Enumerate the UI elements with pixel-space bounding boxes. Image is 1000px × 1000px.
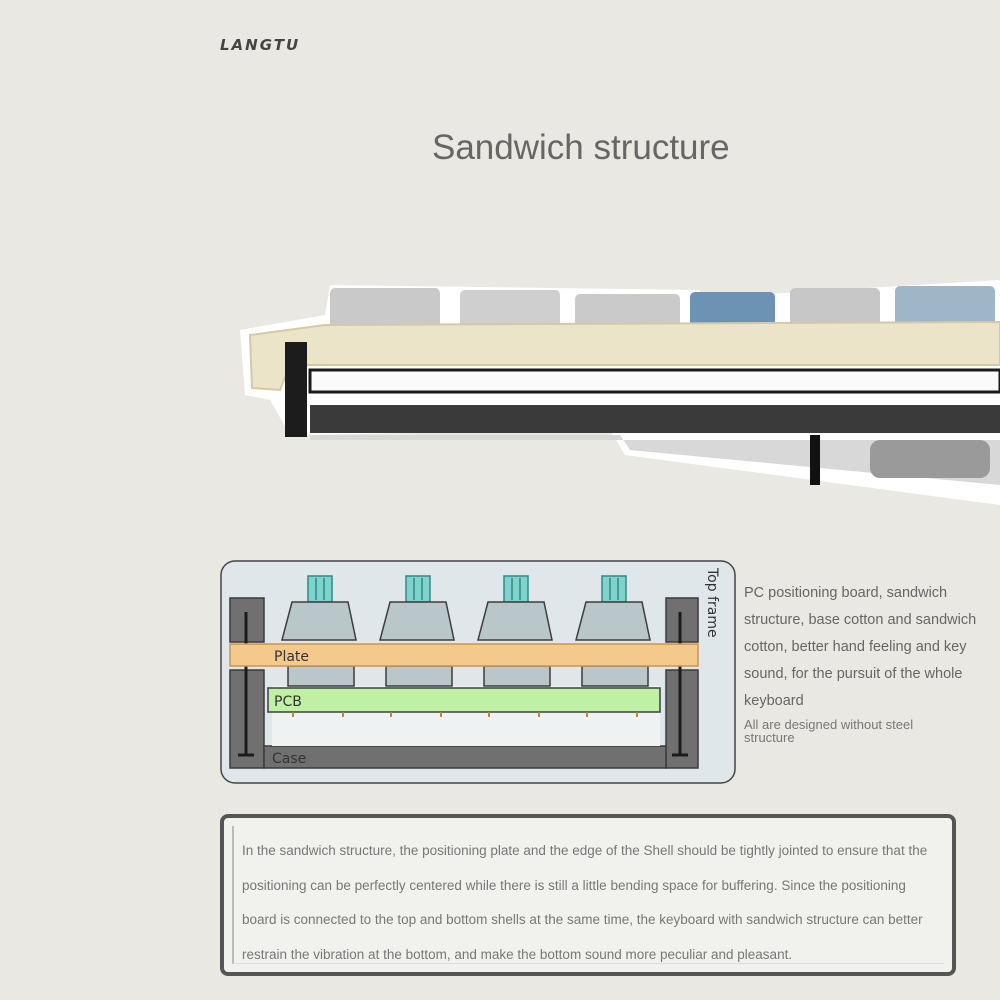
sandwich-structure-diagram: Plate PCB Case Top frame (220, 560, 736, 784)
photo-side-block (285, 342, 307, 437)
description-text: In the sandwich structure, the positioni… (232, 826, 944, 964)
photo-keycaps (330, 286, 995, 328)
page-title: Sandwich structure (432, 128, 730, 167)
photo-plate (308, 368, 1000, 394)
top-frame-label: Top frame (704, 567, 720, 638)
right-frame (665, 597, 699, 769)
switch-1 (281, 575, 357, 687)
case-bar (263, 745, 667, 769)
side-note: All are designed without steel structure (744, 717, 914, 745)
keyboard-cross-section-image (240, 280, 1000, 505)
switch-3 (477, 575, 553, 687)
plate-label: Plate (274, 649, 309, 665)
switch-4 (575, 575, 651, 687)
brand-logo: LANGTU (220, 36, 301, 54)
switches (281, 575, 651, 687)
photo-top-frame (248, 320, 1000, 392)
photo-cotton (310, 405, 1000, 433)
pcb-bar (267, 687, 661, 713)
description-box: In the sandwich structure, the positioni… (220, 814, 956, 976)
photo-bottom-case (310, 435, 1000, 485)
side-paragraph: PC positioning board, sandwich structure… (744, 585, 977, 709)
pcb-pins (292, 712, 638, 717)
case-label: Case (272, 751, 306, 767)
plate-bar (229, 643, 699, 667)
pcb-label: PCB (274, 694, 302, 710)
switch-2 (379, 575, 455, 687)
